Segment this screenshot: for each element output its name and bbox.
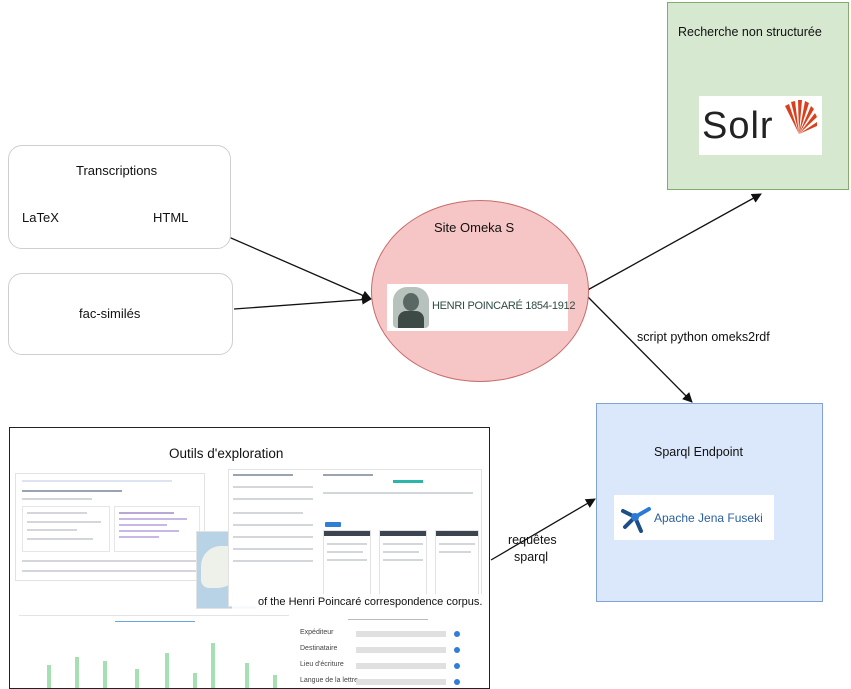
- facsimiles-node: fac-similés: [8, 273, 233, 355]
- edge-label-requetes-line1: requêtes: [508, 533, 557, 547]
- latex-label: LaTeX: [22, 210, 59, 225]
- screenshot-bar-chart: [15, 613, 295, 688]
- jena-logo: Apache Jena Fuseki: [614, 495, 774, 540]
- solr-logo-text: Solr: [702, 105, 774, 147]
- poincare-logo: HENRI POINCARÉ 1854-1912: [387, 284, 576, 331]
- solr-sun-icon: [785, 100, 817, 134]
- poincare-portrait: [393, 287, 429, 328]
- exploration-title: Outils d'exploration: [169, 446, 284, 461]
- transcriptions-title: Transcriptions: [76, 163, 158, 178]
- exploration-caption-bg: [232, 594, 482, 610]
- form-label-destinataire: Destinataire: [300, 645, 338, 652]
- form-label-lieu: Lieu d'écriture: [300, 661, 344, 668]
- screenshot-search-page: [15, 473, 205, 581]
- edge-omeka-sparql: [587, 296, 693, 403]
- screenshot-results: [228, 469, 482, 607]
- sparql-title: Sparql Endpoint: [654, 445, 743, 459]
- html-label: HTML: [153, 210, 189, 225]
- edge-exploration-sparql: [490, 498, 596, 561]
- edge-label-omeks2rdf: script python omeks2rdf: [637, 330, 770, 344]
- jena-fuseki-icon: [621, 507, 651, 533]
- edge-omeka-solr: [583, 193, 762, 293]
- exploration-tools-node: Outils d'exploration: [9, 427, 490, 689]
- transcriptions-node: Transcriptions LaTeX HTML: [8, 145, 231, 249]
- facsimiles-label: fac-similés: [79, 306, 141, 321]
- edge-facsimiles-omeka: [233, 294, 372, 310]
- form-label-expediteur: Expéditeur: [300, 629, 334, 636]
- poincare-logo-text: HENRI POINCARÉ 1854-1912: [432, 300, 576, 312]
- solr-logo: Solr: [699, 96, 822, 155]
- solr-title: Recherche non structurée: [678, 25, 822, 39]
- screenshot-form: Expéditeur Destinataire Lieu d'écriture …: [298, 613, 488, 688]
- edge-transcriptions-omeka: [207, 227, 372, 300]
- jena-logo-text: Apache Jena Fuseki: [654, 511, 763, 525]
- exploration-caption: of the Henri Poincaré correspondence cor…: [258, 596, 483, 608]
- edge-label-requetes-line2: sparql: [514, 550, 549, 564]
- omeka-title: Site Omeka S: [434, 220, 515, 235]
